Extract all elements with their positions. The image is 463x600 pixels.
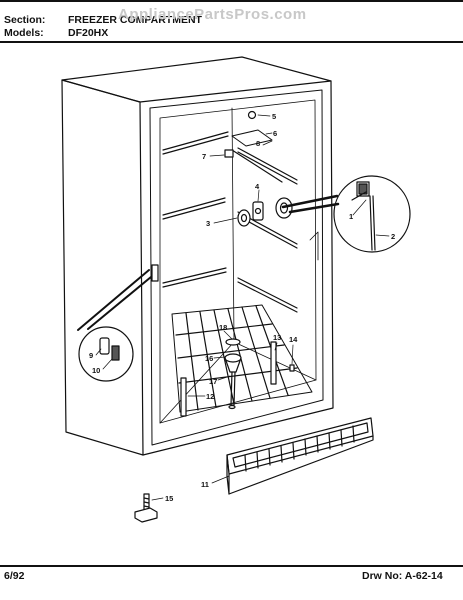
bottom-grid-shelf [171,304,313,413]
callout-2: 2 [391,232,395,241]
liner-opening [149,89,324,446]
callout-8: 8 [256,139,260,148]
toe-grille [226,417,374,475]
callout-9: 9 [89,351,93,360]
callout-6: 6 [273,129,277,138]
drawing-number-row: Drw No: A-62-14 [362,570,443,582]
callout-7: 7 [202,152,206,161]
section-label: Section: [4,14,46,26]
section-value: FREEZER COMPARTMENT [68,14,202,26]
callout-12: 12 [206,392,214,401]
models-label: Models: [4,27,44,39]
cabinet-left-side [61,79,144,456]
callout-11: 11 [201,480,209,489]
callout-4: 4 [255,182,260,191]
models-value: DF20HX [68,27,109,39]
revision-date: 6/92 [4,570,25,582]
drawing-label: Drw No: [362,570,403,582]
callout-10: 10 [92,366,100,375]
drawing-number: A-62-14 [404,570,443,582]
section-row: Section: FREEZER COMPARTMENT [4,14,202,26]
callout-5: 5 [272,112,276,121]
watermark: AppliancePartsPros.com [118,6,307,23]
cabinet-top [61,56,332,103]
callout-17: 17 [209,377,217,386]
callout-16: 16 [205,354,213,363]
callout-14: 14 [289,335,298,344]
callout-13: 13 [273,333,281,342]
callout-1: 1 [349,212,353,221]
callout-3: 3 [206,219,210,228]
cabinet-right-edge [142,80,334,456]
callout-18: 18 [219,323,227,332]
callout-15: 15 [165,494,173,503]
models-row: Models: DF20HX [4,27,108,39]
